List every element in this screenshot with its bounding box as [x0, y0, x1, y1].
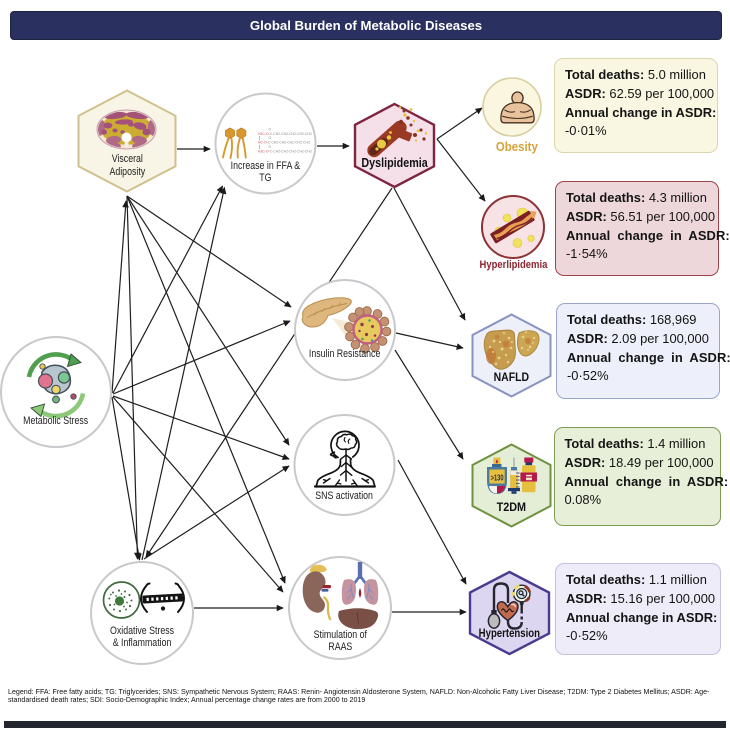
svg-text:O: O [269, 127, 272, 131]
svg-text:HC-O-C-CH2-CH2-CH2-CH2-CH3: HC-O-C-CH2-CH2-CH2-CH2-CH3 [258, 141, 310, 145]
svg-text:H2C-O-C-CH2-CH2-CH2-CH2-CH3: H2C-O-C-CH2-CH2-CH2-CH2-CH3 [258, 149, 312, 153]
svg-text:H2C-O-C-CH2-CH2-CH2-CH2-CH3: H2C-O-C-CH2-CH2-CH2-CH2-CH3 [258, 132, 312, 136]
svg-text:O: O [269, 145, 272, 149]
svg-text:O: O [269, 136, 272, 140]
svg-text:>130: >130 [491, 474, 504, 483]
